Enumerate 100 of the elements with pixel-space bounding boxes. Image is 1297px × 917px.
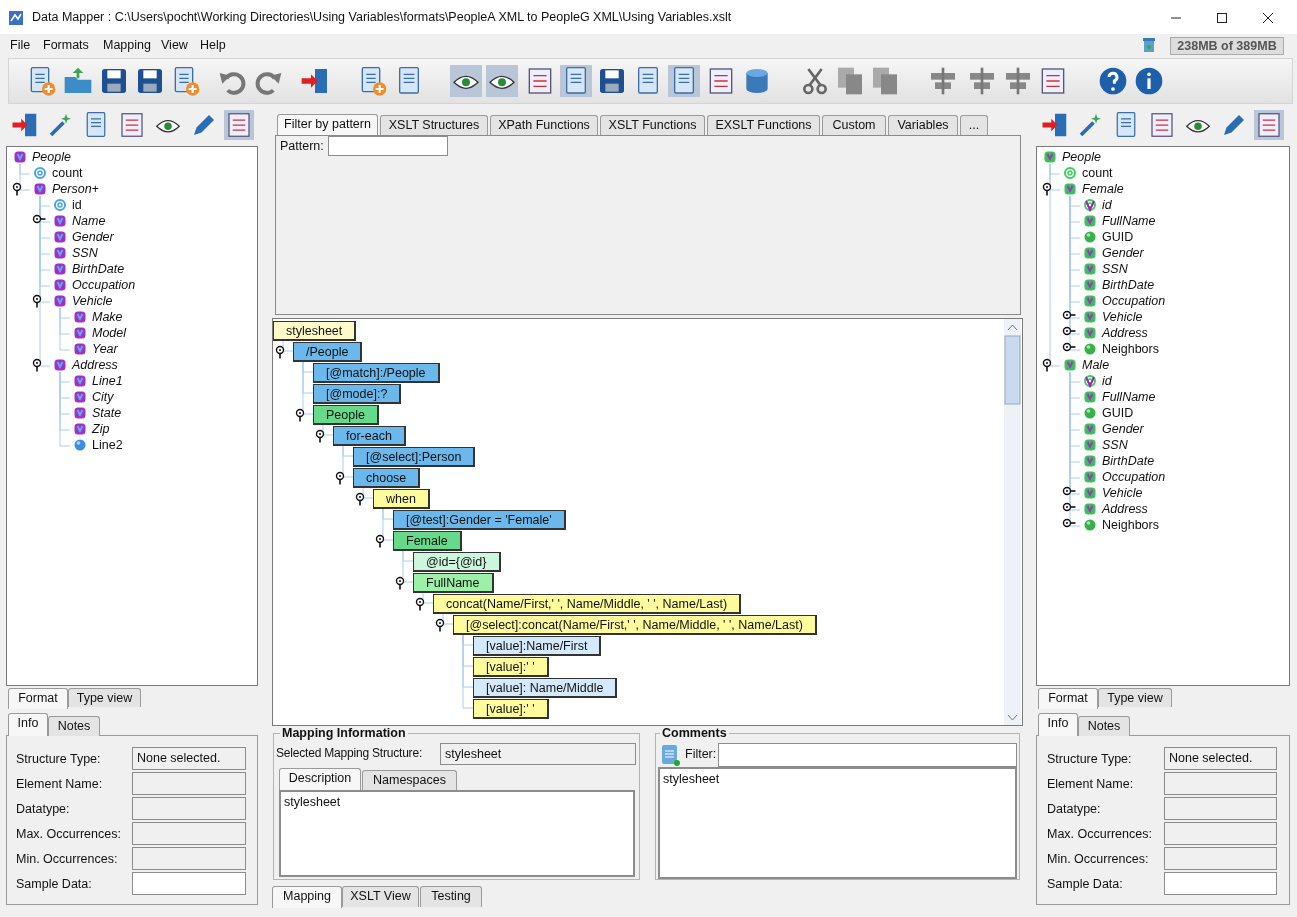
menu-item: View bbox=[161, 38, 188, 53]
text-field: None selected. bbox=[132, 747, 246, 770]
tree-label: Occupation bbox=[72, 277, 136, 293]
tab: Testing bbox=[420, 886, 482, 907]
tree-label: SSN bbox=[72, 245, 98, 261]
tree-label: SSN bbox=[1102, 261, 1128, 277]
tree-label: BirthDate bbox=[72, 261, 125, 277]
tree-label: count bbox=[1082, 165, 1113, 181]
field-label: Min. Occurrences: bbox=[1047, 852, 1149, 867]
tab: EXSLT Functions bbox=[707, 115, 820, 135]
tree-label: id bbox=[72, 197, 82, 213]
tree-connector bbox=[382, 508, 394, 541]
field-label: Datatype: bbox=[16, 802, 70, 817]
tab: Type view bbox=[1098, 688, 1172, 707]
section-heading: Mapping Information bbox=[280, 726, 408, 741]
tree-label: Occupation bbox=[1102, 469, 1166, 485]
tree-label: Address bbox=[1102, 501, 1148, 517]
tree-label: Neighbors bbox=[1102, 517, 1159, 533]
tree-label: BirthDate bbox=[1102, 277, 1155, 293]
tree-label: Zip bbox=[92, 421, 110, 437]
tree-label: Vehicle bbox=[72, 293, 113, 309]
field-label: Sample Data: bbox=[16, 877, 92, 892]
tab: Custom bbox=[822, 115, 886, 135]
tab: Info bbox=[8, 713, 48, 736]
tree-label: Gender bbox=[1102, 421, 1144, 437]
tree-connector bbox=[59, 371, 71, 447]
mapping-box: [@match]:/People bbox=[313, 363, 440, 383]
tree-label: Address bbox=[72, 357, 118, 373]
tree-label: Vehicle bbox=[1102, 309, 1143, 325]
tab: Format bbox=[1038, 688, 1098, 709]
tree-label: Female bbox=[1082, 181, 1124, 197]
tab: XSLT Structures bbox=[380, 115, 488, 135]
tree-label: count bbox=[52, 165, 83, 181]
tree-label: Gender bbox=[72, 229, 114, 245]
tree-connector bbox=[402, 550, 414, 583]
field-label: Max. Occurrences: bbox=[16, 827, 121, 842]
tab: Info bbox=[1038, 713, 1078, 736]
tree-label: Person+ bbox=[52, 181, 99, 197]
field-label: Max. Occurrences: bbox=[1047, 827, 1152, 842]
field-label: Pattern: bbox=[280, 139, 324, 154]
tab: Filter by pattern bbox=[277, 114, 378, 135]
mapping-box: when bbox=[373, 489, 430, 509]
field-label: Structure Type: bbox=[16, 752, 101, 767]
text-field: None selected. bbox=[1164, 747, 1277, 770]
tree-label: State bbox=[92, 405, 122, 421]
menu-item: File bbox=[10, 38, 31, 53]
field-label: Min. Occurrences: bbox=[16, 852, 118, 867]
tree-connector bbox=[362, 487, 374, 499]
mapping-box: [value]:Name/First bbox=[473, 636, 602, 656]
tab: ... bbox=[960, 115, 988, 135]
tree-label: Occupation bbox=[1102, 293, 1166, 309]
tree-label: FullName bbox=[1102, 213, 1156, 229]
mapping-box: @id={@id} bbox=[413, 552, 501, 572]
tree-label: SSN bbox=[1102, 437, 1128, 453]
text-field: stylesheet bbox=[440, 743, 636, 765]
tab: Mapping bbox=[272, 886, 342, 908]
tree-label: BirthDate bbox=[1102, 453, 1155, 469]
mapping-box: [@select]:Person bbox=[353, 447, 476, 467]
tree-label: Make bbox=[92, 309, 123, 325]
mapping-box: [value]:' ' bbox=[473, 699, 549, 719]
tree-connector bbox=[342, 445, 354, 478]
tree-connector bbox=[1049, 163, 1061, 367]
field-label: Datatype: bbox=[1047, 802, 1101, 817]
tree-connector bbox=[282, 340, 294, 352]
tree-label: Neighbors bbox=[1102, 341, 1159, 357]
tab: Namespaces bbox=[362, 770, 457, 790]
menu-item: Mapping bbox=[103, 38, 151, 53]
field-label: Element Name: bbox=[1047, 777, 1134, 792]
tree-label: GUID bbox=[1102, 229, 1134, 245]
mapping-box: [value]: Name/Middle bbox=[473, 678, 618, 698]
tab: Notes bbox=[1078, 716, 1130, 736]
tree-connector bbox=[322, 424, 334, 436]
mapping-box: [value]:' ' bbox=[473, 657, 549, 677]
tree-label: GUID bbox=[1102, 405, 1134, 421]
field-label: Structure Type: bbox=[1047, 752, 1132, 767]
tab: Notes bbox=[48, 716, 100, 736]
mapping-box: for-each bbox=[333, 426, 406, 446]
mapping-box: Female bbox=[393, 531, 462, 551]
tab: XSLT View bbox=[342, 886, 419, 907]
mapping-box: People bbox=[313, 405, 379, 425]
tree-label: City bbox=[92, 389, 114, 405]
text-area: stylesheet bbox=[658, 767, 1017, 879]
mapping-box: concat(Name/First,' ', Name/Middle, ' ', Name/Last) bbox=[433, 594, 742, 614]
tree-label: Year bbox=[92, 341, 118, 357]
tab: Type view bbox=[68, 688, 141, 707]
tree-label: Address bbox=[1102, 325, 1148, 341]
tree-label: Name bbox=[72, 213, 106, 229]
field-label: Sample Data: bbox=[1047, 877, 1123, 892]
tree-label: Gender bbox=[1102, 245, 1144, 261]
tree-connector bbox=[302, 361, 314, 415]
field-label: Filter: bbox=[685, 747, 717, 762]
tree-connector bbox=[59, 307, 71, 351]
tree-label: People bbox=[1062, 149, 1101, 165]
tree-label: Line1 bbox=[92, 373, 123, 389]
field-label: Element Name: bbox=[16, 777, 103, 792]
mapping-box: stylesheet bbox=[273, 321, 357, 341]
tree-connector bbox=[422, 592, 434, 604]
tree-label: Male bbox=[1082, 357, 1110, 373]
tree-label: Line2 bbox=[92, 437, 123, 453]
tree-label: FullName bbox=[1102, 389, 1156, 405]
